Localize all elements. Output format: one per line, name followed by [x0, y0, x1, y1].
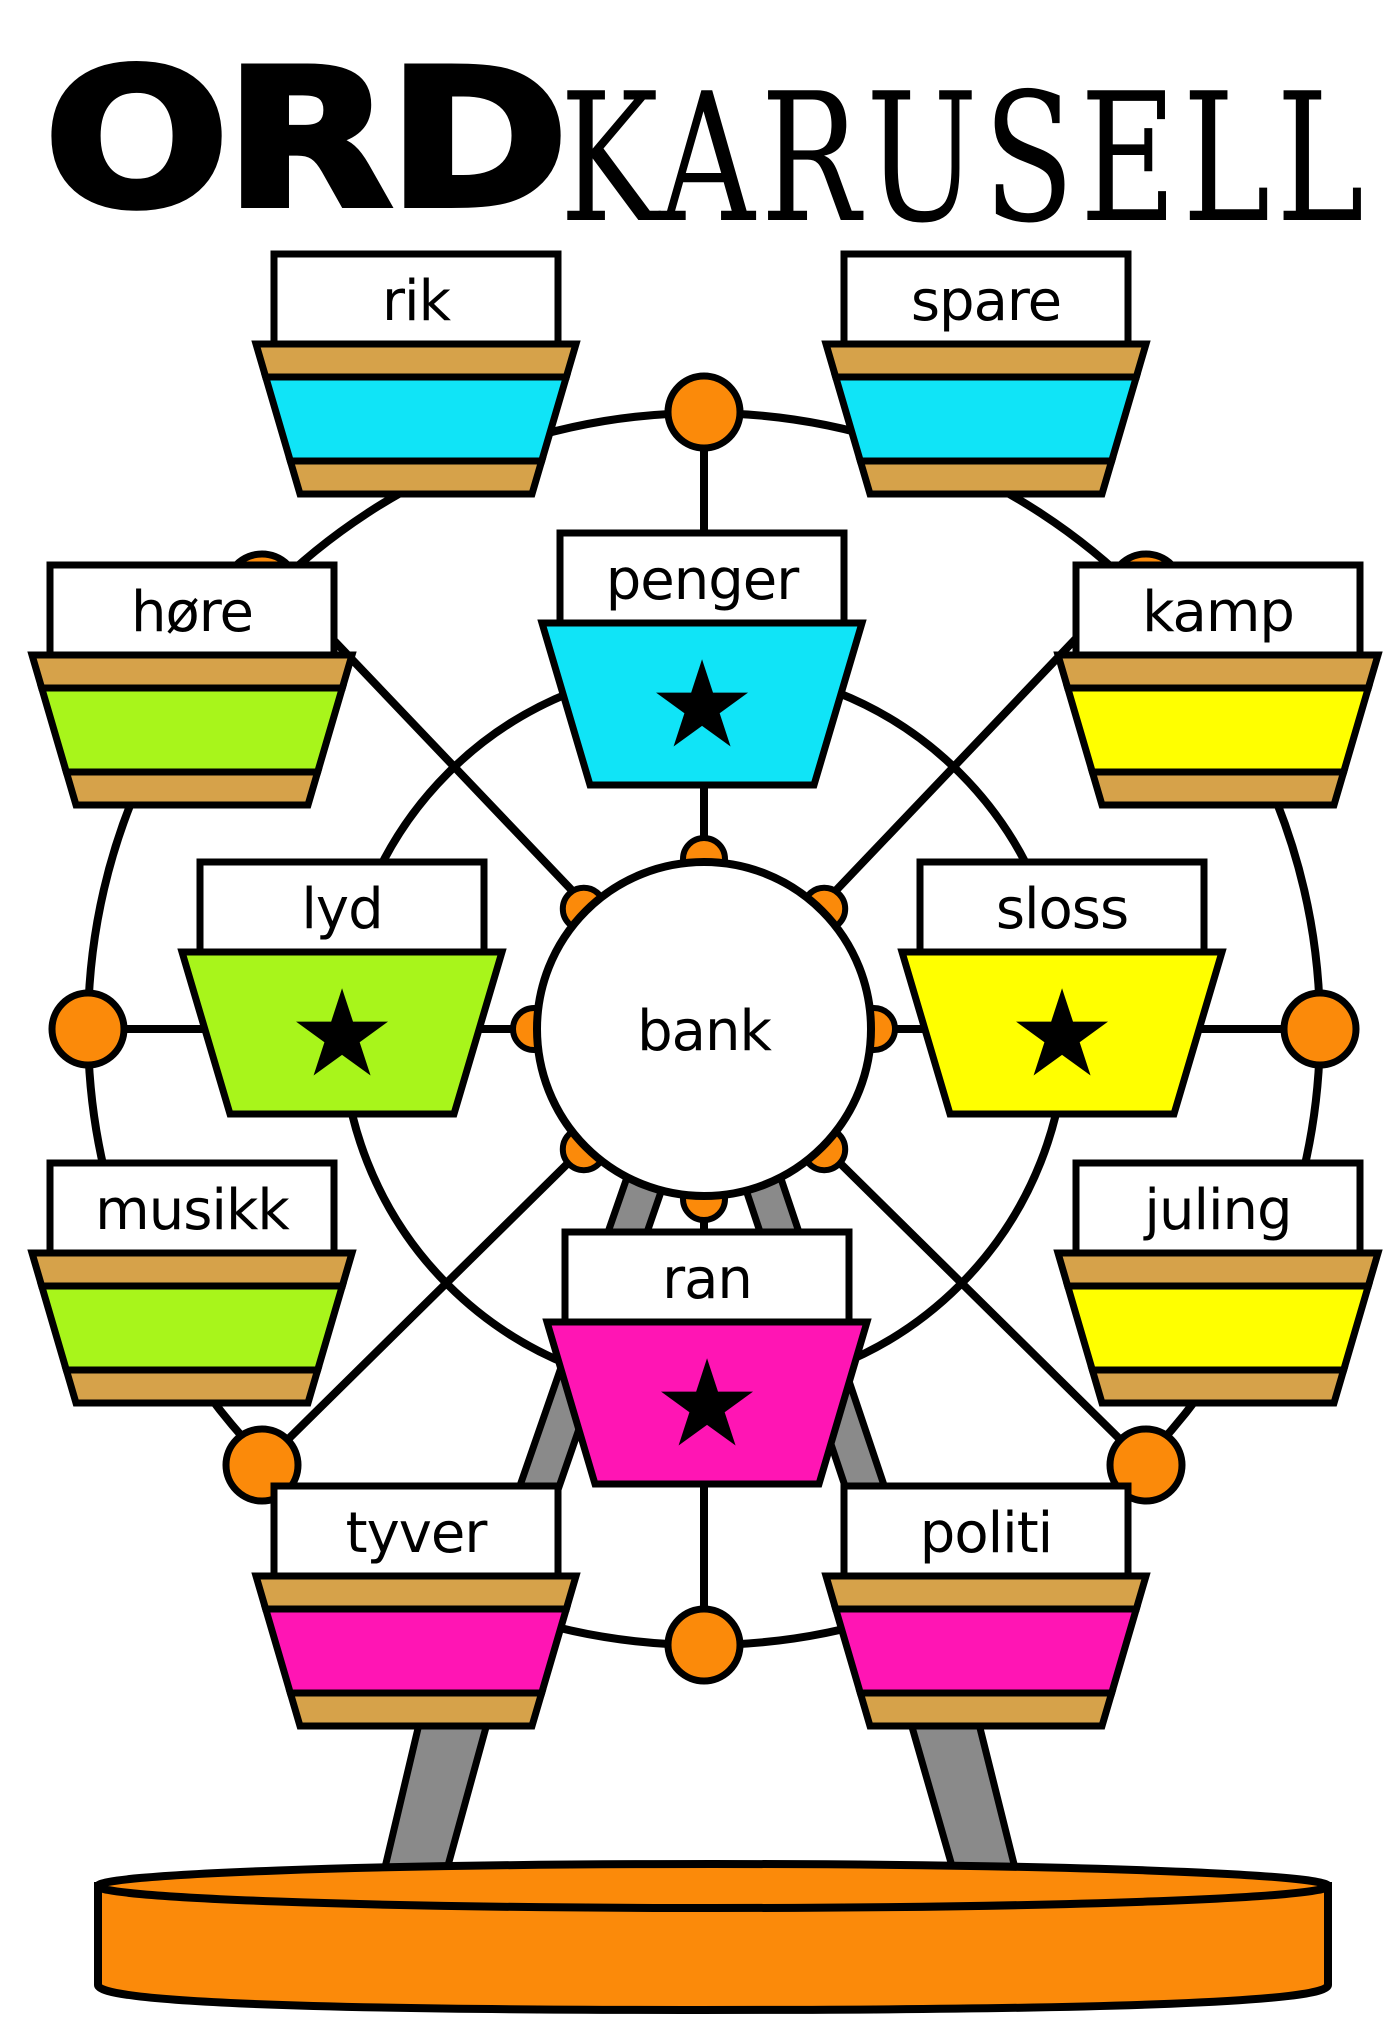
cabin-word: penger — [606, 548, 800, 613]
star-icon: ★ — [648, 636, 756, 775]
cabin-band-color — [261, 1605, 571, 1697]
cabin-band-color — [831, 1605, 1141, 1697]
cabin-bucket — [897, 948, 1227, 1118]
cabin-band-bottom — [855, 1689, 1117, 1730]
cabin-band-bottom — [1087, 1366, 1349, 1407]
cabin-word: sloss — [996, 877, 1128, 942]
cabin-politi: politi — [821, 1482, 1151, 1730]
platform-body — [94, 1882, 1332, 2015]
cabin-word: tyver — [346, 1501, 489, 1566]
cabin-band-top — [1053, 651, 1383, 692]
cabin-bucket — [537, 619, 867, 789]
cabin-tyver: tyver — [251, 1482, 581, 1730]
cabin-band-color — [1063, 1282, 1373, 1374]
cabin-band-color — [261, 373, 571, 465]
cabin-band-color — [37, 1282, 347, 1374]
cabin-word: spare — [911, 269, 1061, 334]
cabin-word: politi — [920, 1501, 1052, 1566]
cabin-label-card — [556, 529, 848, 633]
cabin-band-top — [251, 340, 581, 381]
cabin-band-bottom — [61, 1366, 323, 1407]
star-icon: ★ — [653, 1335, 761, 1474]
cabin-band-top — [1053, 1249, 1383, 1290]
cabin-word: juling — [1142, 1178, 1291, 1243]
cabin-band-color — [37, 684, 347, 776]
cabin-lyd: lyd ★ — [177, 858, 507, 1118]
outer-knob-bottom — [664, 1605, 744, 1685]
cabin-band-bottom — [61, 768, 323, 809]
cabin-band-color — [831, 373, 1141, 465]
cabin-rik: rik — [251, 250, 581, 498]
cabin-musikk: musikk — [27, 1159, 357, 1407]
cabin-band-bottom — [1087, 768, 1349, 809]
cabin-band-top — [821, 340, 1151, 381]
cabin-hore: høre — [27, 561, 357, 809]
star-icon: ★ — [288, 965, 396, 1104]
cabin-penger: penger ★ — [537, 529, 867, 789]
platform-top — [94, 1860, 1332, 1912]
cabin-word: musikk — [95, 1178, 290, 1243]
cabin-band-bottom — [855, 457, 1117, 498]
hub-word: bank — [637, 999, 772, 1064]
cabin-word: ran — [662, 1247, 752, 1312]
hub: bank — [533, 858, 875, 1200]
cabin-band-bottom — [285, 1689, 547, 1730]
outer-knob-right — [1280, 989, 1360, 1069]
title-karusell: KARUSELL — [560, 55, 1370, 262]
outer-knob-top — [664, 372, 744, 452]
base-platform — [94, 1860, 1332, 2015]
cabin-label-card — [270, 250, 562, 354]
cabin-sloss: sloss ★ — [897, 858, 1227, 1118]
star-icon: ★ — [1008, 965, 1116, 1104]
cabin-label-card — [196, 858, 488, 962]
cabin-word: rik — [382, 269, 452, 334]
title-ord: ORD — [44, 29, 564, 250]
cabin-band-top — [821, 1572, 1151, 1613]
cabin-bucket — [177, 948, 507, 1118]
cabin-juling: juling — [1053, 1159, 1383, 1407]
cabin-spare: spare — [821, 250, 1151, 498]
cabin-label-card — [916, 858, 1208, 962]
stand-leg-outer-left — [377, 1716, 493, 1884]
hub-circle — [533, 858, 875, 1200]
cabin-label-card — [840, 250, 1132, 354]
cabin-label-card — [840, 1482, 1132, 1586]
cabins: rik spare høre penger ★ kamp lyd ★ sloss ★ musikk j… — [27, 250, 1383, 1730]
cabin-word: høre — [131, 580, 253, 645]
cabin-bucket — [542, 1318, 872, 1488]
cabin-band-top — [251, 1572, 581, 1613]
cabin-band-color — [1063, 684, 1373, 776]
cabin-band-bottom — [285, 457, 547, 498]
cabin-band-top — [27, 651, 357, 692]
cabin-kamp: kamp — [1053, 561, 1383, 809]
stand-leg-outer-right — [905, 1716, 1023, 1884]
title: ORD KARUSELL — [41, 26, 1370, 262]
cabin-word: kamp — [1142, 580, 1294, 645]
outer-knob-left — [48, 989, 128, 1069]
cabin-ran: ran ★ — [542, 1228, 872, 1488]
cabin-word: lyd — [301, 877, 382, 942]
cabin-band-top — [27, 1249, 357, 1290]
